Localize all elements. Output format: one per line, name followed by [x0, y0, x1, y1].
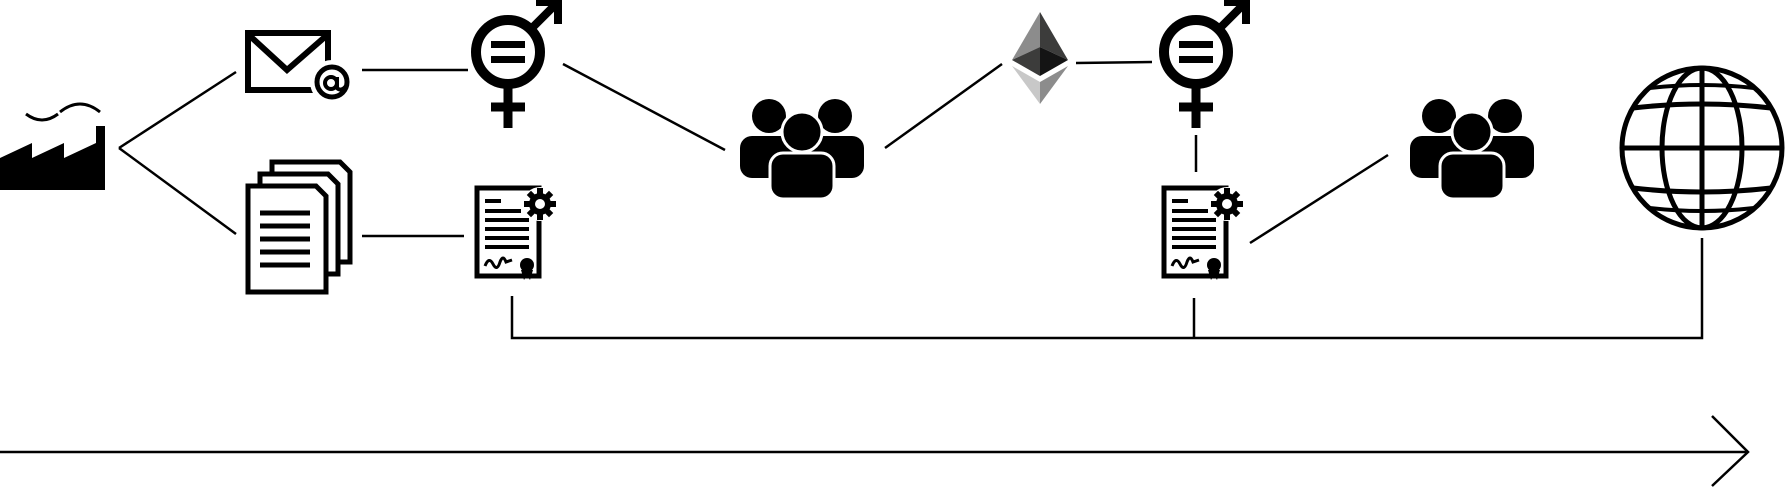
- certificate-icon: [477, 187, 557, 280]
- globe-icon: [1619, 65, 1785, 231]
- timeline-arrow: [0, 415, 1750, 487]
- certificate-icon: [1164, 187, 1244, 280]
- gender-equality-icon: [1164, 2, 1246, 128]
- people-group-icon: [1408, 97, 1536, 201]
- gender-equality-icon: [476, 2, 558, 128]
- people-group-icon: [738, 97, 866, 201]
- ethereum-icon: [1012, 12, 1068, 104]
- edge-factory-email: [118, 70, 237, 150]
- edge-certificates-globe-bracket: [510, 238, 1704, 340]
- edge-ethereum-gender: [1075, 60, 1153, 65]
- edge-certificate-group: [1249, 153, 1389, 245]
- email-at-icon: [245, 30, 354, 104]
- documents-stack-icon: [245, 159, 353, 295]
- connector-lines: [118, 60, 1704, 340]
- edge-gender-group: [562, 62, 726, 152]
- edge-group-ethereum: [884, 62, 1003, 150]
- edge-factory-documents: [118, 146, 237, 236]
- factory-icon: [0, 102, 105, 190]
